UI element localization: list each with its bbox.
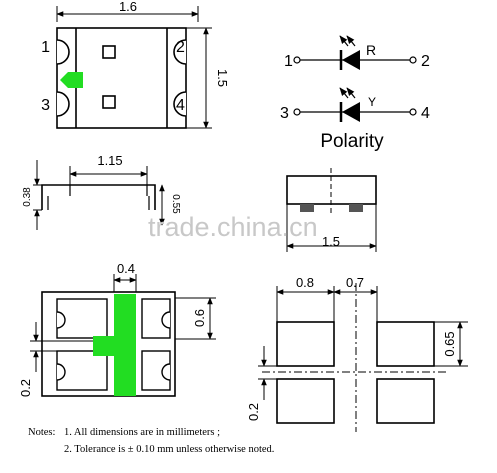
schematic-led-y (293, 87, 417, 122)
end-view-hatch (300, 204, 363, 212)
top-height-dim: 1.5 (215, 69, 230, 87)
notes-heading: Notes: (28, 427, 56, 438)
side-right-dim: 0.55 (170, 194, 181, 214)
top-width-dim: 1.6 (119, 0, 137, 14)
footprint (258, 283, 468, 432)
schematic-label-y: Y (368, 95, 376, 109)
notes-block: Notes: 1. All dimensions are in millimet… (28, 424, 274, 458)
schematic-label-r: R (366, 42, 376, 58)
note-line-2: 2. Tolerance is ± 0.10 mm unless otherwi… (64, 444, 275, 455)
side-left-dim: 0.38 (22, 187, 33, 207)
footprint-gap-dim: 0.7 (346, 275, 364, 290)
footprint-bottom-dim: 0.2 (246, 403, 261, 421)
pin-label-2: 2 (176, 39, 185, 56)
side-width-dim: 1.15 (97, 153, 122, 168)
schematic-pin-3: 3 (280, 105, 289, 122)
note-line-1: 1. All dimensions are in millimeters ; (64, 427, 221, 438)
watermark-text: trade.china.cn (148, 212, 318, 242)
bottom-view (30, 274, 216, 397)
polarity-title: Polarity (320, 131, 384, 152)
footprint-pad-width-dim: 0.8 (296, 275, 314, 290)
end-view (286, 168, 377, 252)
pin-label-3: 3 (41, 97, 50, 114)
pin-label-4: 4 (176, 97, 185, 114)
pin-label-1: 1 (41, 39, 50, 56)
top-view (56, 6, 212, 129)
footprint-pad-height-dim: 0.65 (442, 331, 457, 356)
schematic-led-r (293, 35, 417, 70)
bottom-gap-dim: 0.2 (18, 379, 33, 397)
side-view (33, 160, 165, 230)
schematic-pin-2: 2 (421, 53, 430, 70)
polarity-marker (60, 72, 83, 88)
bottom-polarity-marker (93, 294, 136, 396)
bottom-pad-width-dim: 0.4 (117, 261, 135, 276)
schematic-pin-4: 4 (421, 105, 430, 122)
bottom-pad-height-dim: 0.6 (192, 309, 207, 327)
end-width-dim: 1.5 (322, 234, 340, 249)
schematic-pin-1: 1 (284, 53, 293, 70)
